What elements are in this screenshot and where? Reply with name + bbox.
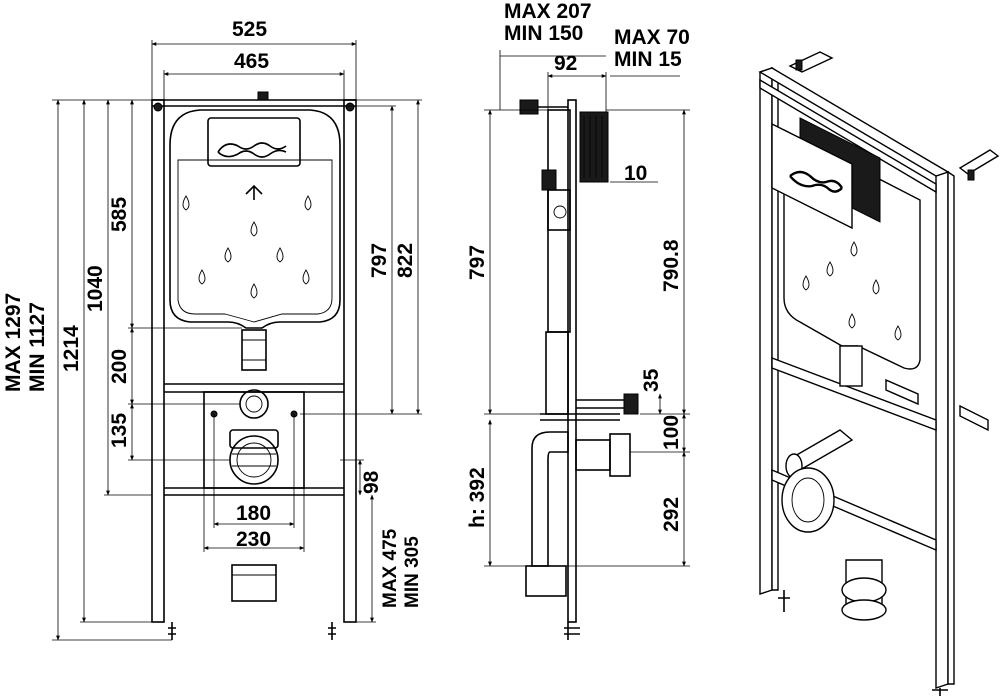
flush-plate-side	[579, 111, 609, 183]
up-arrow-icon	[245, 184, 263, 200]
dim-height-1040: 1040	[84, 265, 107, 312]
dim-width-outer: 525	[232, 18, 267, 41]
dim-width-230: 230	[236, 528, 271, 551]
dim-height-1214: 1214	[60, 325, 83, 372]
dim-height-98: 98	[360, 470, 383, 494]
dim-width-180: 180	[236, 502, 271, 525]
dim-height-200: 200	[108, 349, 131, 384]
flush-plate	[207, 117, 301, 167]
cistern	[169, 109, 341, 329]
dim-leg-max: MAX 475	[380, 528, 401, 608]
dim-leg-min: MIN 305	[402, 536, 423, 608]
front-view: 525 465 MAX 1297 MIN 1127 1214 1040 585 …	[2, 18, 423, 641]
side-top-valve	[519, 99, 539, 115]
water-drop-icons	[182, 195, 312, 299]
dim-plate-min: MIN 15	[614, 48, 682, 71]
dim-plate-max: MAX 70	[614, 26, 690, 49]
iso-drain	[781, 467, 835, 533]
inlet-pipe	[239, 389, 269, 419]
dim-height-585: 585	[108, 197, 131, 232]
left-post	[151, 99, 165, 623]
dim-height-135: 135	[108, 413, 131, 448]
dim-35: 35	[640, 368, 663, 392]
drain-pipe	[231, 564, 277, 602]
connection-plate	[203, 391, 305, 489]
top-valve	[257, 91, 269, 101]
dim-height-822: 822	[394, 243, 417, 278]
right-foot	[328, 622, 336, 640]
side-view: MAX 207 MIN 150 92 MAX 70 MIN 15 10 797 …	[466, 0, 690, 640]
dim-height-797: 797	[368, 243, 391, 278]
dim-392: h: 392	[466, 467, 489, 528]
side-valve	[623, 393, 639, 415]
flush-logo-icon	[217, 142, 287, 158]
right-post	[343, 99, 357, 623]
dim-100: 100	[660, 415, 683, 450]
left-foot	[168, 622, 176, 640]
isometric-view	[758, 51, 1000, 696]
dim-790-8: 790.8	[660, 239, 683, 292]
dim-depth-max: MAX 207	[504, 0, 592, 23]
dim-depth-min: MIN 150	[504, 22, 583, 45]
dim-height-max: MAX 1297	[2, 293, 25, 392]
drain-elbow	[531, 431, 569, 567]
dim-width-inner: 465	[234, 50, 269, 73]
side-cistern	[547, 109, 571, 333]
dim-10: 10	[624, 162, 647, 185]
dim-292: 292	[660, 497, 683, 532]
flush-pipe	[241, 329, 267, 371]
dim-depth-92: 92	[554, 52, 577, 75]
dim-height-min: MIN 1127	[26, 302, 49, 392]
dim-side-797: 797	[466, 245, 489, 280]
